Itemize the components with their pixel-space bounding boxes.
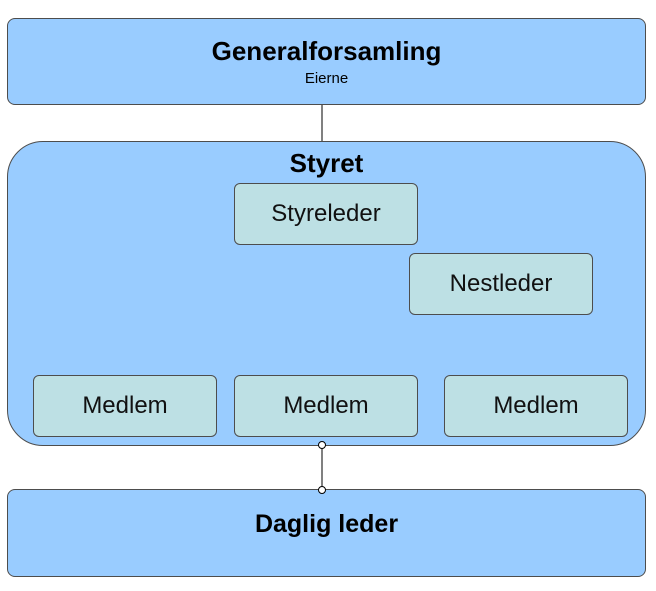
board-vice-chair-box: Nestleder (409, 253, 593, 315)
general-meeting-subtitle: Eierne (304, 70, 349, 87)
general-meeting-box: Generalforsamling Eierne (7, 18, 646, 105)
board-member-label: Medlem (82, 392, 168, 419)
general-meeting-title: Generalforsamling (211, 36, 442, 66)
board-member-label: Medlem (283, 392, 369, 419)
managing-director-title: Daglig leder (254, 510, 399, 538)
board-member-label: Medlem (493, 392, 579, 419)
managing-director-box: Daglig leder (7, 489, 646, 577)
board-title: Styret (289, 148, 364, 178)
board-chair-label: Styreleder (271, 200, 381, 227)
board-member-box: Medlem (33, 375, 217, 437)
board-vice-chair-label: Nestleder (449, 270, 553, 297)
board-member-box: Medlem (234, 375, 418, 437)
board-chair-box: Styreleder (234, 183, 418, 245)
board-member-box: Medlem (444, 375, 628, 437)
